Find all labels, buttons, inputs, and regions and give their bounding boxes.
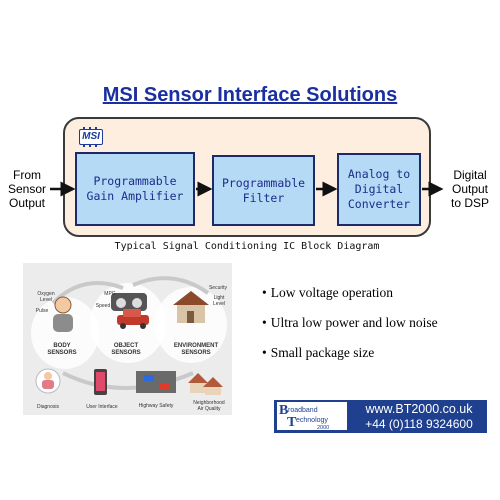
highway-safety-label: Highway Safety — [138, 403, 174, 409]
connection-arc — [132, 276, 210, 295]
security-label: Security — [208, 285, 228, 291]
user-interface-icon — [94, 369, 107, 395]
output-label: Digital Output to DSP — [450, 168, 489, 210]
bt2000-logo: B roadband T echnology 2000 — [277, 402, 347, 431]
bullet-item: •Low voltage operation — [262, 285, 393, 300]
svg-text:B: B — [279, 403, 288, 418]
input-label: From Sensor Output — [7, 168, 47, 210]
car-icon — [117, 309, 149, 329]
light-label: Light Level — [213, 295, 225, 307]
highway-icon — [136, 371, 176, 393]
bullet-item: •Small package size — [262, 345, 375, 360]
page-title: MSI Sensor Interface Solutions — [102, 84, 398, 106]
svg-text:roadband: roadband — [288, 407, 318, 414]
environment-sensors-label: ENVIRONMENT SENSORS — [173, 343, 219, 356]
user-interface-label: User Interface — [86, 404, 118, 410]
cloud-shape — [31, 297, 99, 369]
chip-icon — [79, 127, 103, 147]
svg-text:T: T — [287, 415, 297, 430]
adc-block: Analog to Digital Converter — [337, 153, 421, 226]
cloud-shape — [155, 287, 227, 363]
object-sensors-label: OBJECT SENSORS — [111, 343, 141, 356]
sensor-illustration: Oxygen Level Pulse MPG Speed Security Li… — [23, 263, 232, 415]
gain-amplifier-block: Programmable Gain Amplifier — [75, 152, 195, 226]
svg-text:2000: 2000 — [317, 425, 329, 430]
svg-text:echnology: echnology — [296, 417, 328, 424]
neighborhood-icon — [188, 373, 223, 395]
house-icon — [173, 291, 209, 323]
neighborhood-label: Neighborhood Air Quality — [193, 400, 225, 412]
msi-logo: MSI — [82, 131, 100, 142]
connection-arc — [62, 371, 194, 390]
website-link[interactable]: www.BT2000.co.uk — [365, 402, 473, 416]
phone-number: +44 (0)118 9324600 — [365, 417, 473, 431]
mpg-label: MPG — [104, 291, 116, 297]
body-sensors-label: BODY SENSORS — [47, 343, 77, 356]
oxygen-label: Oxygen Level — [37, 291, 55, 303]
diagram-caption: Typical Signal Conditioning IC Block Dia… — [114, 241, 380, 252]
dashboard-icon — [111, 293, 147, 311]
pulse-label: Pulse — [35, 308, 49, 314]
diagnosis-icon — [35, 368, 61, 394]
bullet-item: •Ultra low power and low noise — [262, 315, 438, 330]
diagnosis-label: Diagnosis — [37, 404, 59, 410]
speed-label: Speed — [95, 303, 111, 309]
filter-block: Programmable Filter — [212, 155, 315, 226]
person-icon — [53, 296, 73, 332]
